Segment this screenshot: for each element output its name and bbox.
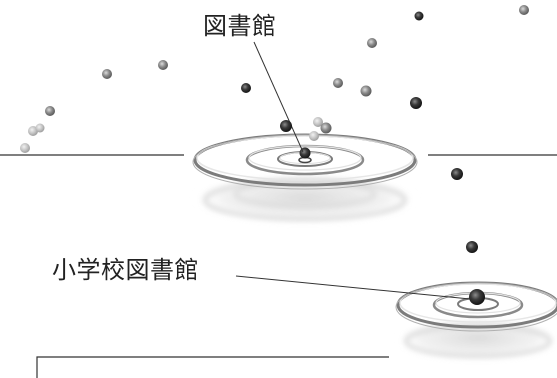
droplet bbox=[158, 60, 168, 70]
droplet bbox=[320, 122, 332, 134]
droplet bbox=[410, 97, 422, 109]
droplet bbox=[360, 85, 372, 97]
droplet-trail bbox=[20, 5, 529, 253]
droplet bbox=[28, 126, 38, 136]
label-library: 図書館 bbox=[203, 12, 277, 40]
droplet bbox=[313, 117, 323, 127]
droplet bbox=[280, 120, 292, 132]
bottom-bracket-line bbox=[36, 356, 389, 378]
droplet bbox=[367, 38, 377, 48]
ripple-top bbox=[190, 133, 420, 224]
label-elementary-school-library: 小学校図書館 bbox=[52, 256, 199, 284]
leader-line-bottom bbox=[235, 275, 471, 300]
droplet bbox=[519, 5, 529, 15]
droplet bbox=[35, 123, 45, 133]
droplet bbox=[102, 69, 112, 79]
droplet bbox=[333, 78, 343, 88]
droplet bbox=[45, 106, 55, 116]
droplet bbox=[241, 83, 251, 93]
ripple-bottom bbox=[395, 281, 557, 360]
droplet bbox=[309, 131, 319, 141]
droplet bbox=[466, 241, 478, 253]
droplet bbox=[414, 11, 424, 21]
leader-line-top bbox=[253, 41, 304, 153]
droplet bbox=[20, 143, 30, 153]
droplet bbox=[451, 168, 463, 180]
